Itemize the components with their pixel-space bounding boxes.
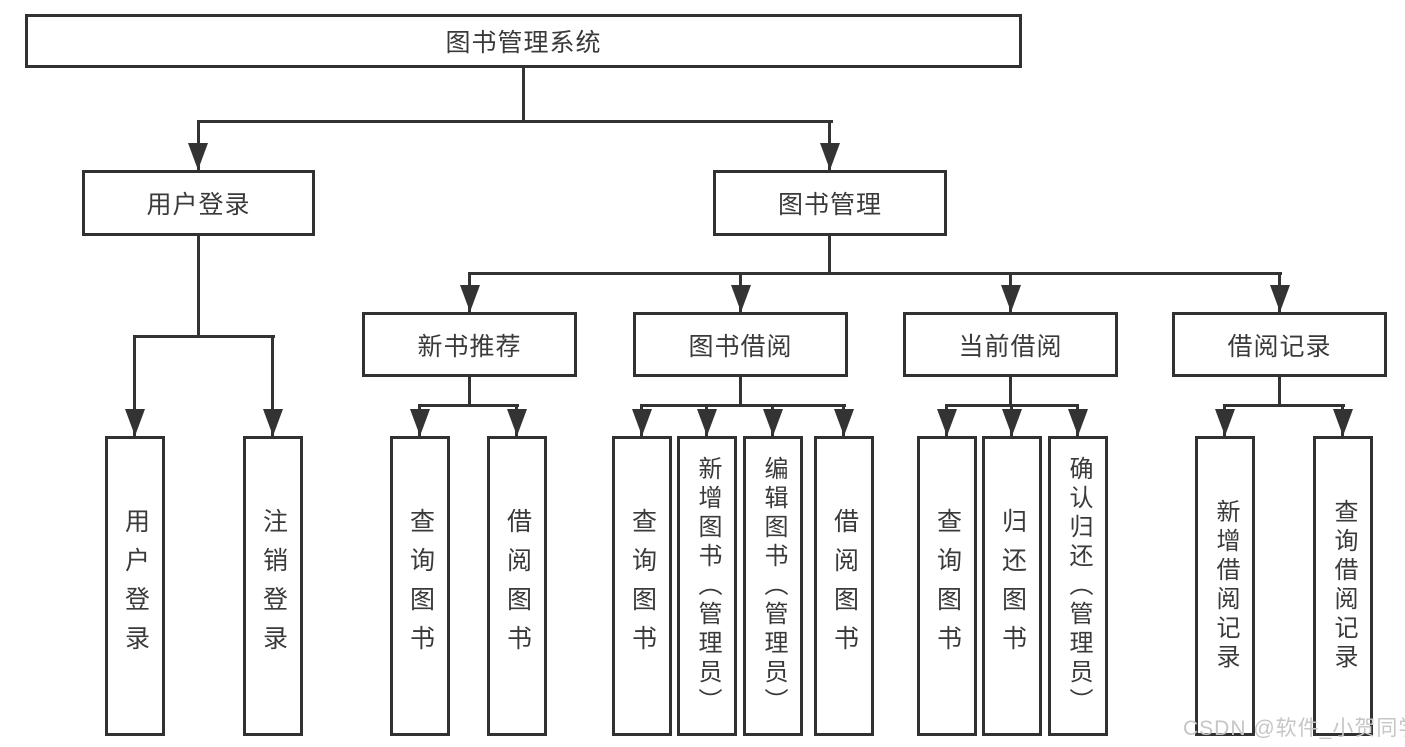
connector-line (1009, 377, 1012, 406)
arrowhead-icon (1002, 409, 1022, 436)
connector-line (468, 377, 471, 406)
leaf-return-book: 归还图书 (982, 436, 1042, 736)
connector-line (418, 404, 519, 407)
node-label: 用户登录 (121, 508, 150, 664)
node-label: 新书推荐 (417, 332, 522, 361)
connector-line (640, 404, 846, 407)
node-label: 用户登录 (146, 191, 251, 219)
node-label: 查询图书 (933, 508, 962, 664)
leaf-user-login: 用户登录 (105, 436, 165, 736)
arrowhead-icon (410, 409, 430, 436)
connector-line (945, 404, 1079, 407)
connector-line (1223, 404, 1345, 407)
node-label: 借阅图书 (503, 508, 532, 664)
arrowhead-icon (937, 409, 957, 436)
connector-line (739, 377, 742, 406)
leaf-add-borrow-record: 新增借阅记录 (1195, 436, 1255, 736)
connector-line (468, 272, 1282, 275)
node-book-borrowing: 图书借阅 (633, 312, 848, 377)
arrowhead-icon (263, 409, 283, 436)
node-label: 编辑图书（管理员） (760, 455, 787, 717)
node-label: 新增借阅记录 (1212, 499, 1239, 673)
node-label: 借阅图书 (830, 508, 859, 664)
arrowhead-icon (1270, 285, 1290, 312)
node-new-book-recommendation: 新书推荐 (362, 312, 577, 377)
leaf-edit-book-admin: 编辑图书（管理员） (743, 436, 803, 736)
connector-line (133, 337, 136, 436)
arrowhead-icon (731, 285, 751, 312)
watermark: CSDN @软件_小贺同学 (1183, 717, 1405, 740)
arrowhead-icon (763, 409, 783, 436)
arrowhead-icon (460, 285, 480, 312)
arrowhead-icon (697, 409, 717, 436)
arrowhead-icon (188, 143, 208, 170)
node-library-system: 图书管理系统 (25, 14, 1022, 68)
leaf-logout: 注销登录 (243, 436, 303, 736)
node-label: 归还图书 (998, 508, 1027, 664)
node-label: 图书借阅 (688, 332, 793, 361)
node-borrowing-records: 借阅记录 (1172, 312, 1387, 377)
node-book-management: 图书管理 (713, 170, 947, 236)
leaf-query-books-borrow: 查询图书 (612, 436, 672, 736)
node-user-login: 用户登录 (82, 170, 315, 236)
node-label: 当前借阅 (958, 332, 1063, 361)
leaf-add-book-admin: 新增图书（管理员） (677, 436, 737, 736)
node-label: 查询图书 (628, 508, 657, 664)
connector-line (522, 68, 525, 121)
arrowhead-icon (507, 409, 527, 436)
arrowhead-icon (834, 409, 854, 436)
leaf-query-borrow-record: 查询借阅记录 (1313, 436, 1373, 736)
connector-line (133, 335, 275, 338)
node-label: 查询图书 (406, 508, 435, 664)
connector-line (197, 236, 200, 336)
connector-line (271, 337, 274, 436)
arrowhead-icon (820, 143, 840, 170)
node-label: 注销登录 (259, 508, 288, 664)
connector-line (197, 120, 833, 123)
connector-line (828, 236, 831, 274)
arrowhead-icon (632, 409, 652, 436)
node-label: 借阅记录 (1227, 332, 1332, 361)
arrowhead-icon (125, 409, 145, 436)
node-label: 图书管理系统 (445, 29, 602, 57)
node-label: 新增图书（管理员） (694, 455, 721, 717)
node-label: 图书管理 (777, 191, 882, 219)
leaf-borrow-books-recommend: 借阅图书 (487, 436, 547, 736)
leaf-query-books-recommend: 查询图书 (390, 436, 450, 736)
node-label: 查询借阅记录 (1330, 499, 1357, 673)
arrowhead-icon (1215, 409, 1235, 436)
node-current-borrowing: 当前借阅 (903, 312, 1118, 377)
connector-line (1278, 377, 1281, 406)
leaf-confirm-return-admin: 确认归还（管理员） (1048, 436, 1108, 736)
arrowhead-icon (1333, 409, 1353, 436)
leaf-borrow-books-borrow: 借阅图书 (814, 436, 874, 736)
node-label: 确认归还（管理员） (1065, 455, 1092, 717)
arrowhead-icon (1001, 285, 1021, 312)
arrowhead-icon (1068, 409, 1088, 436)
leaf-query-books-current: 查询图书 (917, 436, 977, 736)
